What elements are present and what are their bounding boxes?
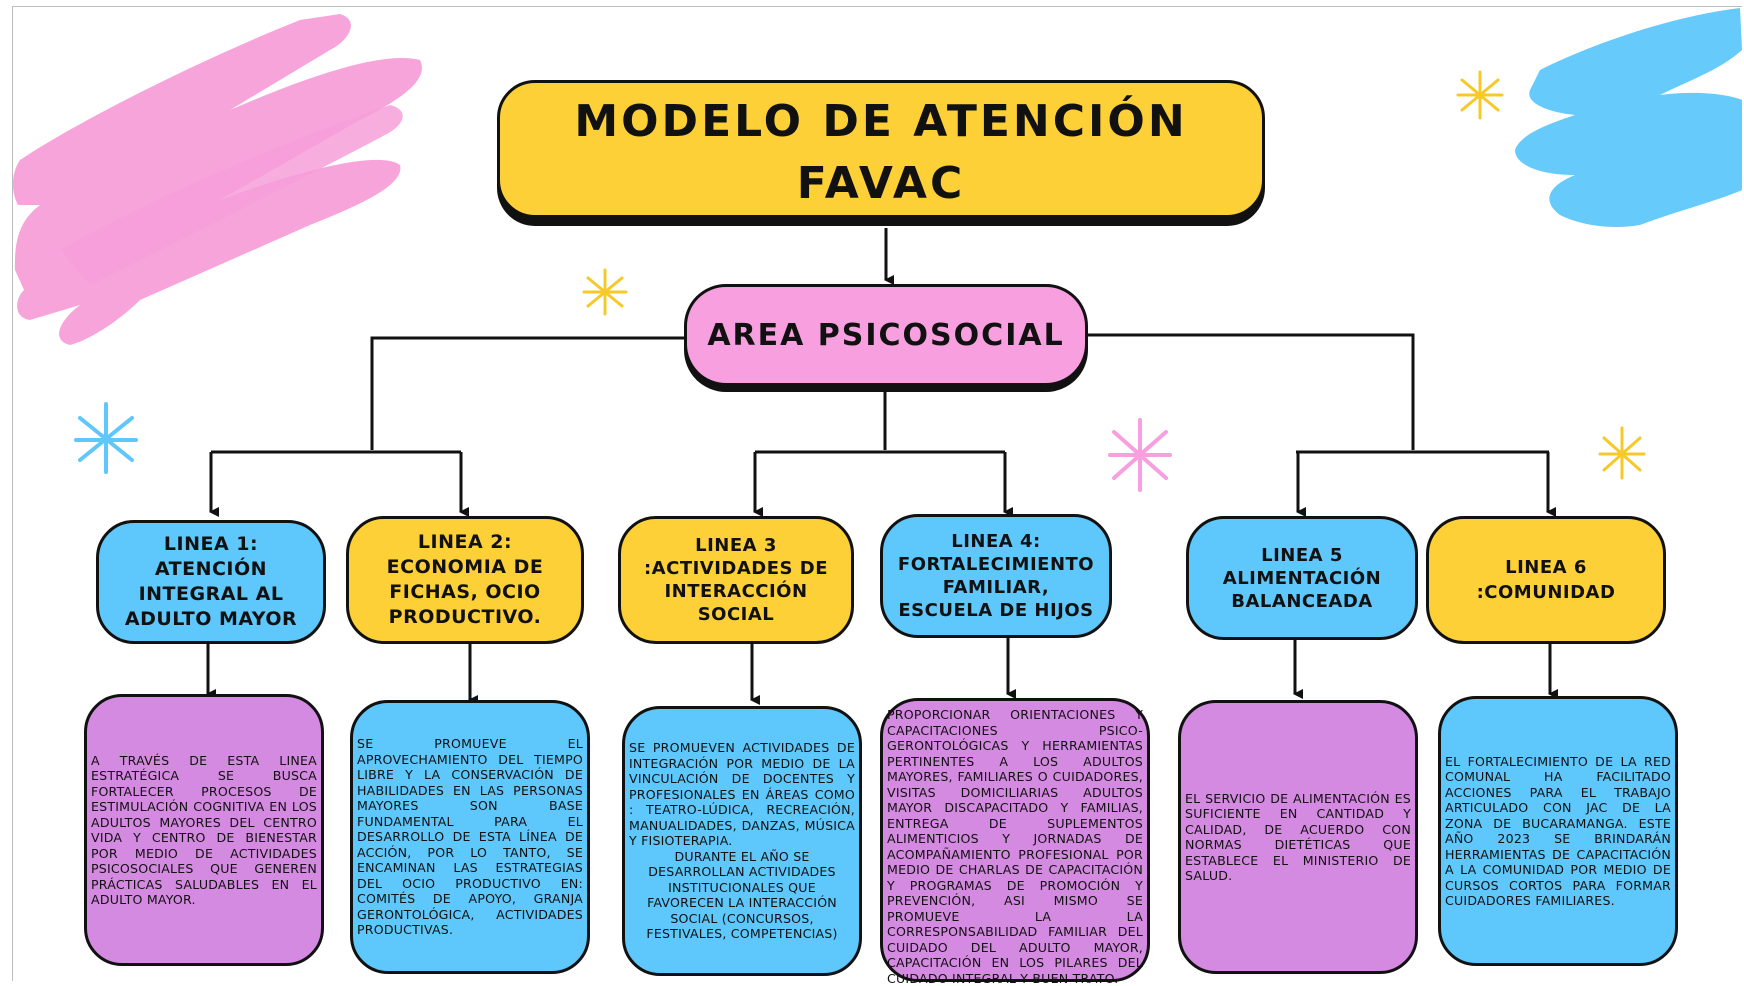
line-1-box: LINEA 1: ATENCIÓN INTEGRAL AL ADULTO MAY… bbox=[96, 520, 326, 644]
line-4-box: LINEA 4: FORTALECIMIENTO FAMILIAR, ESCUE… bbox=[880, 514, 1112, 638]
line-5-description-box: EL SERVICIO DE ALIMENTACIÓN ES SUFICIENT… bbox=[1178, 700, 1418, 974]
line-6-box: LINEA 6 :COMUNIDAD bbox=[1426, 516, 1666, 644]
main-title-box: MODELO DE ATENCIÓN FAVAC bbox=[497, 80, 1265, 218]
blue-brush-stroke bbox=[1515, 8, 1742, 227]
line-3-label: LINEA 3 :ACTIVIDADES DE INTERACCIÓN SOCI… bbox=[643, 535, 829, 625]
yellow-star-icon bbox=[1598, 426, 1646, 480]
main-title: MODELO DE ATENCIÓN FAVAC bbox=[574, 96, 1188, 209]
line-5-label: LINEA 5 ALIMENTACIÓN BALANCEADA bbox=[1222, 544, 1382, 612]
page-frame bbox=[12, 6, 1742, 981]
line-4-description: PROPORCIONAR ORIENTACIONES Y CAPACITACIO… bbox=[887, 707, 1143, 986]
line-2-description-box: SE PROMUEVE EL APROVECHAMIENTO DEL TIEMP… bbox=[350, 700, 590, 974]
line-1-description-box: A TRAVÉS DE ESTA LINEA ESTRATÉGICA SE BU… bbox=[84, 694, 324, 966]
line-3-description-box: SE PROMUEVEN ACTIVIDADES DE INTEGRACIÓN … bbox=[622, 706, 862, 976]
yellow-star-icon bbox=[1456, 70, 1504, 120]
line-4-label: LINEA 4: FORTALECIMIENTO FAMILIAR, ESCUE… bbox=[897, 531, 1095, 621]
line-1-label: LINEA 1: ATENCIÓN INTEGRAL AL ADULTO MAY… bbox=[124, 533, 298, 630]
line-6-description: EL FORTALECIMIENTO DE LA RED COMUNAL HA … bbox=[1445, 753, 1671, 909]
line-6-description-box: EL FORTALECIMIENTO DE LA RED COMUNAL HA … bbox=[1438, 696, 1678, 966]
line-2-box: LINEA 2: ECONOMIA DE FICHAS, OCIO PRODUC… bbox=[346, 516, 584, 644]
line-2-description: SE PROMUEVE EL APROVECHAMIENTO DEL TIEMP… bbox=[357, 736, 583, 938]
pink-star-icon bbox=[1108, 418, 1172, 492]
line-1-description: A TRAVÉS DE ESTA LINEA ESTRATÉGICA SE BU… bbox=[91, 752, 317, 908]
line-6-label: LINEA 6 :COMUNIDAD bbox=[1476, 557, 1616, 603]
connectors bbox=[206, 228, 1558, 705]
sparkle-icons bbox=[74, 70, 1646, 492]
area-box: AREA PSICOSOCIAL bbox=[684, 284, 1088, 386]
left-branch-line bbox=[370, 336, 684, 450]
area-label: AREA PSICOSOCIAL bbox=[707, 317, 1065, 353]
line-2-label: LINEA 2: ECONOMIA DE FICHAS, OCIO PRODUC… bbox=[386, 531, 544, 628]
pink-brush-stroke bbox=[12, 14, 422, 345]
yellow-star-icon bbox=[582, 268, 628, 316]
line-3-description: SE PROMUEVEN ACTIVIDADES DE INTEGRACIÓN … bbox=[629, 740, 855, 849]
line-4-description-box: PROPORCIONAR ORIENTACIONES Y CAPACITACIO… bbox=[880, 698, 1150, 986]
line-5-description: EL SERVICIO DE ALIMENTACIÓN ES SUFICIENT… bbox=[1185, 790, 1411, 884]
line-3-box: LINEA 3 :ACTIVIDADES DE INTERACCIÓN SOCI… bbox=[618, 516, 854, 644]
right-branch-line bbox=[1088, 333, 1415, 450]
line-3-description-2: DURANTE EL AÑO SE DESARROLLAN ACTIVIDADE… bbox=[646, 848, 838, 942]
line-5-box: LINEA 5 ALIMENTACIÓN BALANCEADA bbox=[1186, 516, 1418, 640]
blue-star-icon bbox=[74, 402, 138, 474]
